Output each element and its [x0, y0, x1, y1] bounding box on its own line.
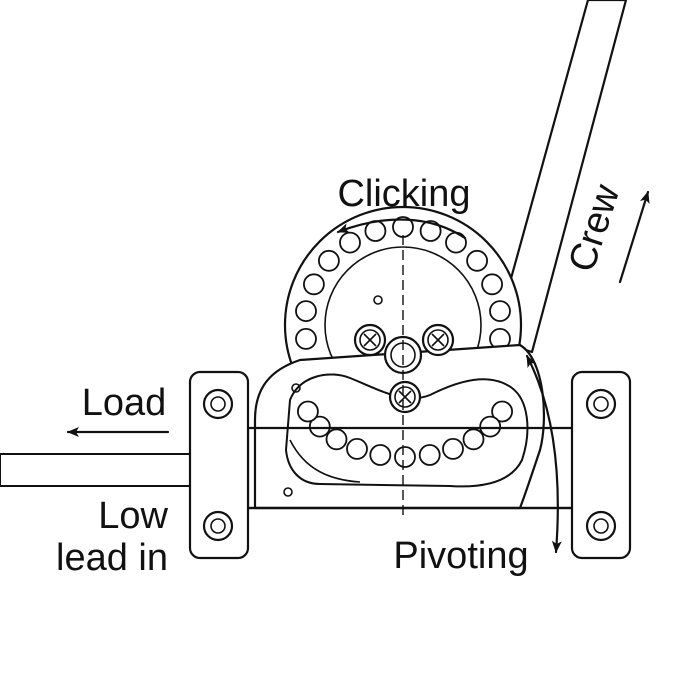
bearing-ball: [418, 444, 441, 466]
crew-arrow-icon: [618, 190, 650, 284]
label-low-lead-line2: lead in: [56, 537, 168, 579]
bearing-ball: [442, 437, 464, 460]
bearing-ball: [295, 327, 317, 350]
screw-icon: [388, 380, 422, 414]
screw-icon: [421, 323, 455, 357]
label-load: Load: [82, 382, 167, 424]
load-rope: [0, 453, 210, 487]
left-bracket: [188, 370, 250, 560]
label-pivoting: Pivoting: [393, 535, 528, 577]
bearing-ball: [369, 444, 392, 466]
right-bracket: [570, 370, 632, 560]
bearing-ball: [479, 415, 502, 438]
bearing-ball: [394, 446, 416, 468]
bearing-ball: [419, 220, 442, 242]
crew-rope: [492, 0, 628, 354]
lower-bearing-balls: [296, 400, 514, 468]
pivoting-arrow-icon: [525, 354, 562, 554]
bearing-ball: [308, 415, 331, 438]
bearing-ball: [295, 300, 317, 323]
label-low-lead-line1: Low: [98, 495, 168, 537]
bearing-ball: [325, 428, 348, 451]
bearing-ball: [339, 231, 361, 254]
bearing-ball: [491, 400, 514, 423]
clicking-arrow-icon: [336, 218, 467, 240]
bearing-ball: [302, 273, 325, 296]
bearing-ball: [466, 249, 489, 272]
screw-icon: [353, 323, 387, 357]
label-clicking: Clicking: [337, 173, 470, 215]
bearing-ball: [489, 300, 511, 323]
bearing-ball: [462, 428, 485, 451]
bearing-ball: [346, 437, 368, 460]
bearing-ball: [481, 273, 504, 296]
bearing-ball: [296, 400, 319, 423]
bearing-ball: [317, 249, 340, 272]
bearing-balls: [295, 216, 511, 350]
